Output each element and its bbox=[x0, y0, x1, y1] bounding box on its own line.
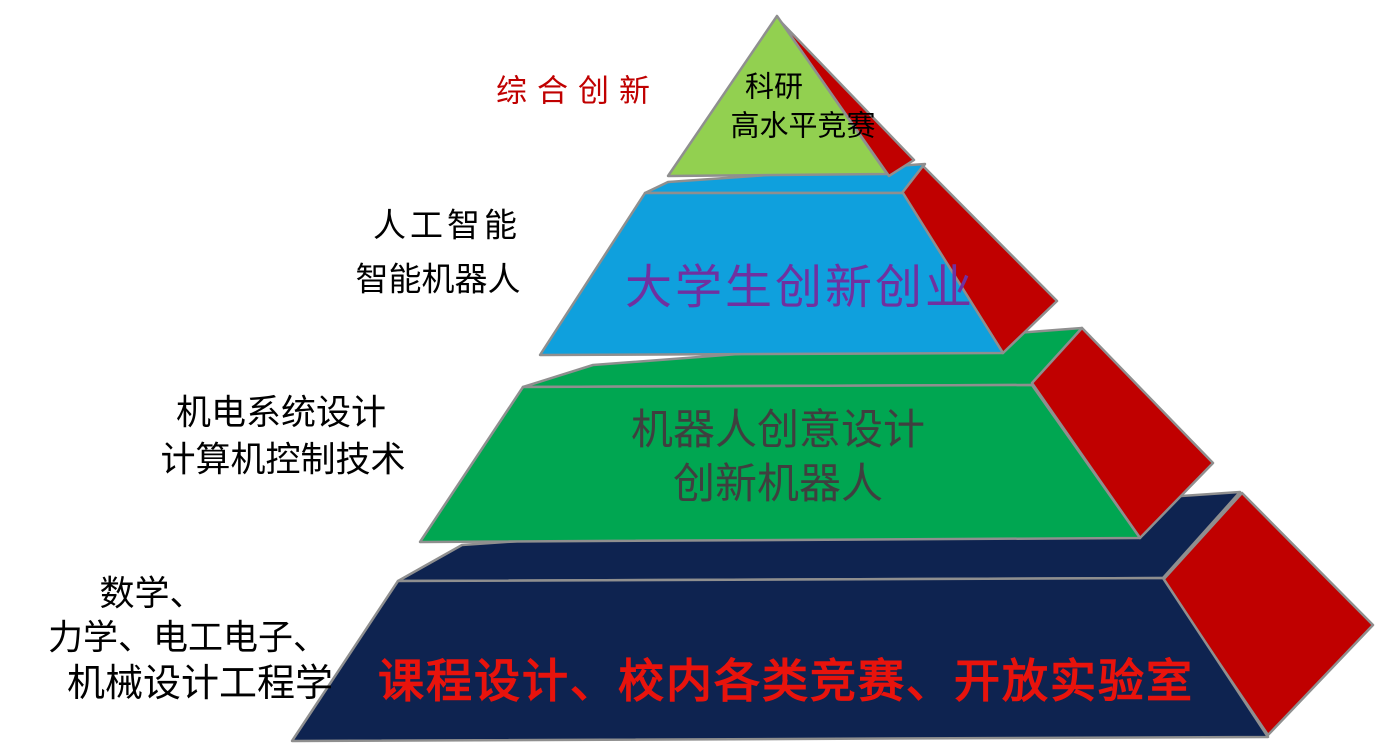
level-4-front-face bbox=[290, 576, 1270, 743]
level-3-side-label-line-2: 计算机控制技术 bbox=[160, 440, 406, 480]
level-3-side-label-line-1: 机电系统设计 bbox=[175, 393, 387, 433]
level-2-face-text: 大学生创新创业 bbox=[625, 262, 975, 315]
level-4-side-label-line-1: 数学、 bbox=[99, 574, 205, 614]
level-1-front-face bbox=[666, 14, 889, 178]
level-4-side-label-line-2: 力学、电工电子、 bbox=[47, 618, 329, 658]
level-3-face-text-line-2: 创新机器人 bbox=[672, 462, 884, 508]
level-2-side-label-line-1: 人工智能 bbox=[373, 208, 521, 245]
level-1-face-text-line-2: 高水平竞赛 bbox=[730, 110, 876, 143]
level-3-face-text-line-1: 机器人创意设计 bbox=[630, 408, 926, 454]
level-2-side-label-line-2: 智能机器人 bbox=[355, 262, 521, 299]
level-1-face-text-line-1: 科研 bbox=[744, 71, 804, 104]
level-4-shape bbox=[290, 490, 1375, 743]
level-2-shape bbox=[538, 162, 1059, 357]
level-2-front-face bbox=[538, 191, 1005, 357]
level-4-face-text: 课程设计、校内各类竞赛、开放实验室 bbox=[378, 656, 1194, 707]
level-4-side-label-line-3: 机械设计工程学 bbox=[66, 663, 334, 705]
level-3-shape bbox=[418, 326, 1215, 544]
level-3-front-face bbox=[418, 383, 1142, 544]
level-1-shape bbox=[666, 14, 916, 178]
level-1-side-label: 综合创新 bbox=[496, 73, 660, 109]
